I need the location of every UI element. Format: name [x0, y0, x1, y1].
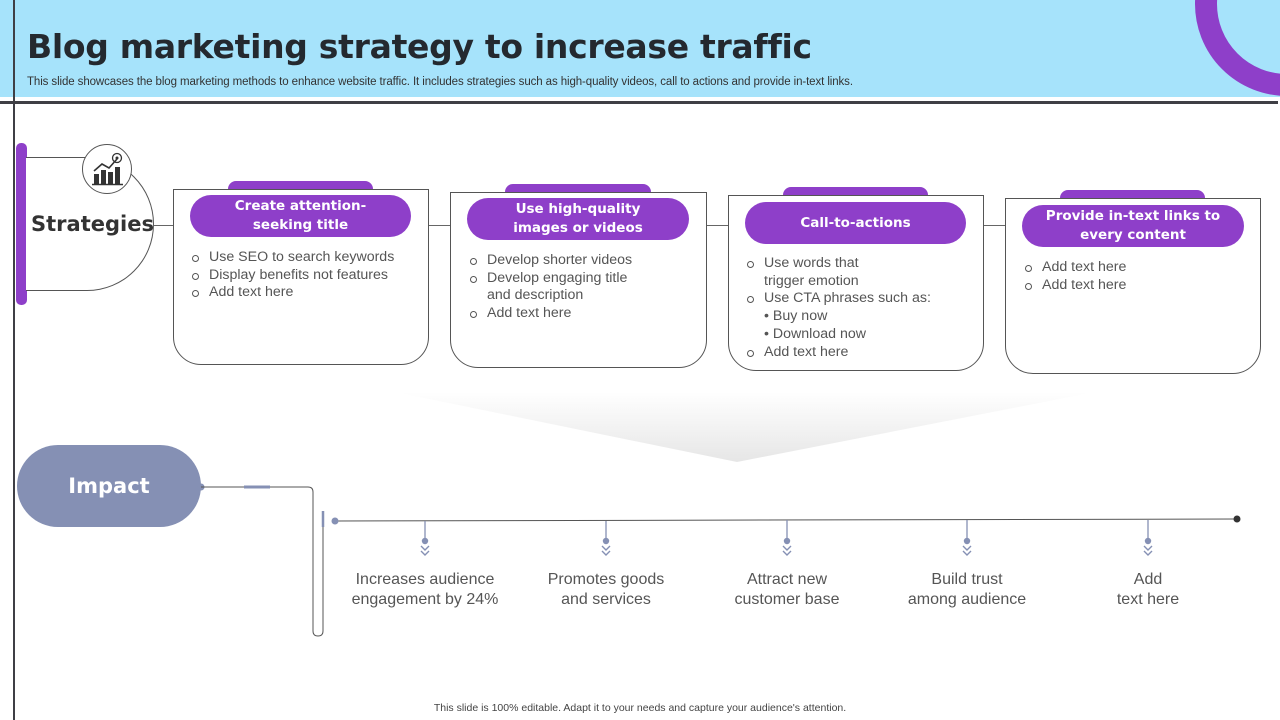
card-tab — [1060, 190, 1205, 200]
card-tab — [228, 181, 373, 191]
card-tab — [783, 187, 928, 197]
connector-line — [429, 225, 451, 226]
list-item: and description — [487, 287, 584, 304]
connector-line — [154, 225, 174, 226]
list-item: trigger emotion — [764, 272, 859, 289]
header-divider — [0, 101, 1278, 104]
page-title: Blog marketing strategy to increase traf… — [27, 27, 812, 66]
strategy-card-1-title: Create attention- seeking title — [190, 195, 411, 237]
strategies-label: Strategies — [31, 212, 154, 236]
funnel-shadow — [395, 392, 1095, 462]
list-item: Use words that — [746, 255, 931, 273]
strategies-accent-bar — [16, 143, 27, 305]
list-item: Use SEO to search keywords — [191, 249, 394, 267]
list-item: Add text here — [469, 305, 632, 323]
list-item: Use CTA phrases such as: — [746, 290, 931, 308]
list-item: Develop engaging title — [469, 270, 632, 288]
strategy-card-3-list: Use words that trigger emotion Use CTA p… — [746, 255, 931, 361]
impact-label-shape: Impact — [17, 445, 201, 527]
strategy-card-4-title: Provide in-text links to every content — [1022, 205, 1244, 247]
list-item: Add text here — [191, 284, 394, 302]
connector-line — [707, 225, 729, 226]
impact-item-4: Build trust among audience — [907, 571, 1027, 608]
impact-item-3: Attract new customer base — [734, 571, 840, 608]
list-item: • Buy now — [764, 308, 828, 325]
growth-chart-icon — [82, 144, 132, 194]
list-item: Display benefits not features — [191, 267, 394, 285]
page-subtitle: This slide showcases the blog marketing … — [27, 76, 853, 88]
strategy-card-4-list: Add text here Add text here — [1024, 259, 1126, 294]
list-item: Add text here — [1024, 277, 1126, 295]
impact-label: Impact — [68, 474, 150, 498]
list-item: Add text here — [746, 344, 931, 362]
impact-item-2: Promotes goods and services — [547, 571, 665, 608]
card-tab — [505, 184, 651, 194]
strategy-card-1-list: Use SEO to search keywords Display benef… — [191, 249, 394, 302]
strategy-card-3-title: Call-to-actions — [745, 202, 966, 244]
connector-line — [984, 225, 1006, 226]
footer-note: This slide is 100% editable. Adapt it to… — [433, 702, 847, 714]
list-item: Add text here — [1024, 259, 1126, 277]
impact-item-5: Add text here — [1116, 571, 1180, 608]
strategy-card-2-title: Use high-quality images or videos — [467, 198, 689, 240]
list-item: Develop shorter videos — [469, 252, 632, 270]
strategy-card-2-list: Develop shorter videos Develop engaging … — [469, 252, 632, 323]
list-item: • Download now — [764, 325, 866, 342]
header-background — [0, 0, 1280, 97]
left-divider — [13, 0, 15, 720]
impact-item-1: Increases audience engagement by 24% — [351, 571, 499, 608]
